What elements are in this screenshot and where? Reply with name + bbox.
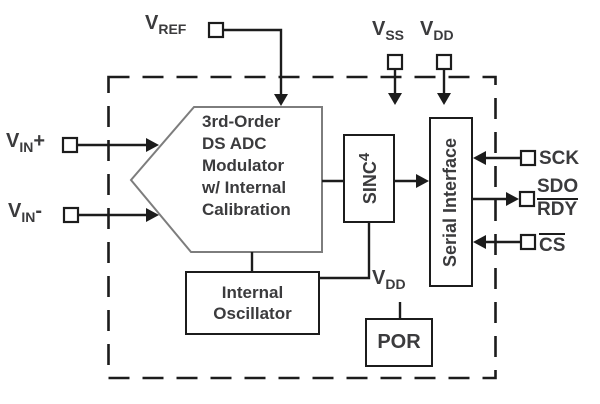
vdd-por-label: VDD [372,267,406,292]
sdo-rdy-arrowhead [506,192,519,206]
internal-oscillator-block: Internal Oscillator [185,271,320,335]
vref-label: VREF [145,12,187,37]
vdd-arrowhead [437,93,451,105]
sinc-filter-block: SINC4 [343,134,395,223]
vref-wire [223,28,283,95]
vdd-pin [435,53,453,71]
cs-label: CS [539,233,566,256]
vdd-label: VDD [420,18,454,43]
sinc-filter-label: SINC4 [356,152,381,205]
modulator-line-2: DS ADC [202,134,267,153]
oscillator-line-2: Oscillator [213,304,292,323]
sdo-label: SDO [537,177,579,200]
modulator-outline [129,106,323,253]
chip-boundary [107,75,497,380]
sck-pin [519,149,537,167]
rdy-label: RDY [537,199,578,220]
cs-pin [519,233,537,251]
sdo-rdy-label: SDO RDY [537,177,579,220]
vin-minus-arrowhead [146,208,159,222]
internal-oscillator-label: Internal Oscillator [213,282,291,324]
vss-label: VSS [372,18,405,43]
por-label: POR [377,331,421,353]
sdo-rdy-pin [518,190,536,208]
oscillator-line-1: Internal [221,283,284,302]
vref-pin [207,21,225,39]
modulator-line-1: 3rd-Order [202,112,281,131]
serial-interface-block: Serial Interface [429,117,473,287]
vin-plus-pin [61,136,79,154]
vss-arrowhead [388,93,402,105]
por-block: POR [365,318,433,367]
vss-pin [386,53,404,71]
modulator-line-4: w/ Internal [202,178,287,197]
modulator-line-5: Calibration [202,200,291,219]
oscillator-to-sinc-wire [320,223,371,280]
cs-arrowhead [473,235,486,249]
vin-plus-label: VIN+ [6,130,46,155]
sck-label: SCK [539,148,580,169]
modulator-block-label: 3rd-Order DS ADC Modulator w/ Internal C… [202,111,322,221]
vref-arrowhead [274,94,288,106]
sinc-to-serial-arrowhead [416,174,429,188]
sck-arrowhead [473,151,486,165]
serial-interface-label: Serial Interface [440,137,461,267]
vin-minus-pin [62,206,80,224]
vin-plus-arrowhead [146,138,159,152]
modulator-line-3: Modulator [202,156,285,175]
vin-minus-label: VIN- [8,200,43,225]
